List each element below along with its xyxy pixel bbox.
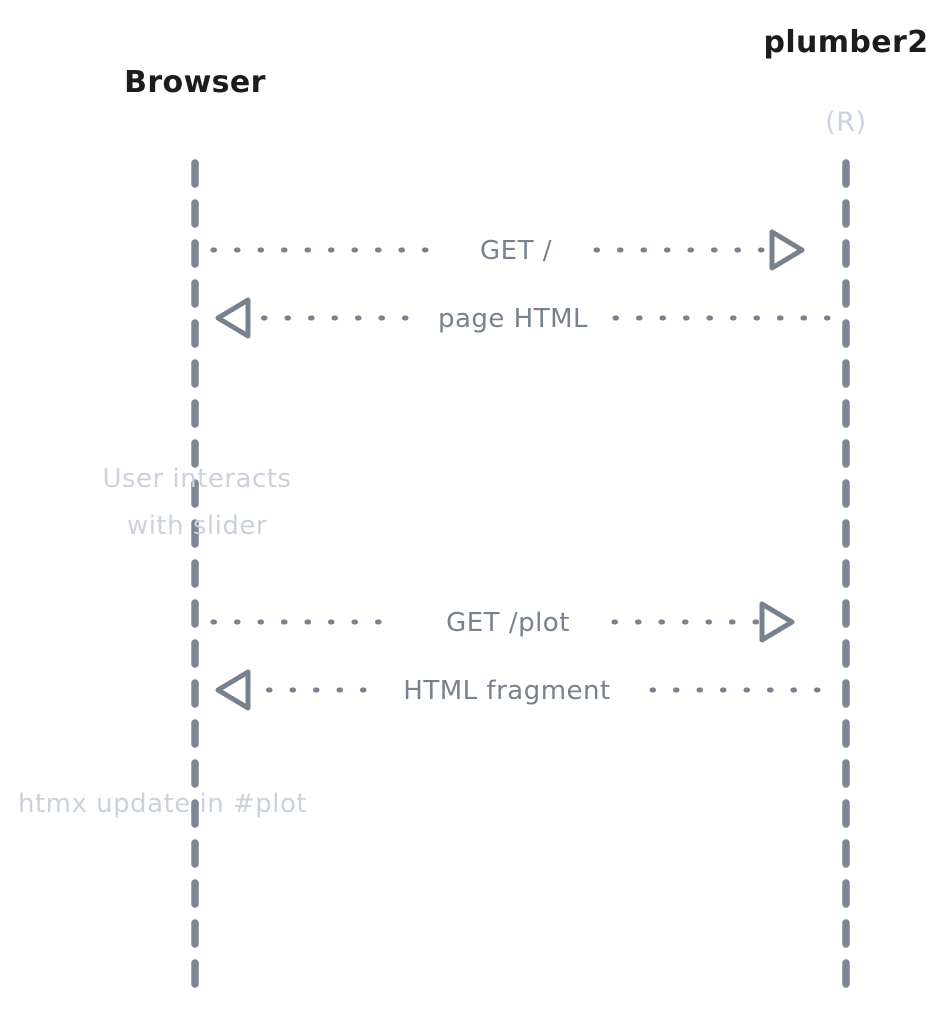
arrowhead-right-icon [759, 601, 795, 643]
message-label-page-html: page HTML [438, 304, 588, 334]
message-html-fragment[interactable]: HTML fragment [215, 669, 821, 711]
message-get-root[interactable]: GET / [210, 229, 805, 271]
actor-title-browser: Browser [124, 65, 266, 100]
message-label-get-plot: GET /plot [446, 608, 570, 638]
arrowhead-left-icon [215, 669, 251, 711]
note-user-interacts: User interacts with slider [102, 464, 291, 541]
message-label-html-fragment: HTML fragment [403, 676, 610, 706]
actor-subtitle-plumber2: (R) [825, 107, 867, 138]
message-get-plot[interactable]: GET /plot [210, 601, 795, 643]
note-line: User interacts [102, 464, 291, 494]
actor-header-browser[interactable]: Browser [124, 65, 266, 100]
note-line: with slider [127, 511, 267, 541]
arrowhead-left-icon [215, 297, 251, 339]
note-line: htmx update in #plot [18, 789, 307, 819]
actor-header-plumber2[interactable]: plumber2 (R) [763, 25, 928, 138]
message-label-get-root: GET / [480, 236, 552, 266]
note-htmx-update: htmx update in #plot [18, 789, 307, 819]
message-page-html[interactable]: page HTML [215, 297, 831, 339]
actor-title-plumber2: plumber2 [763, 25, 928, 60]
arrowhead-right-icon [769, 229, 805, 271]
